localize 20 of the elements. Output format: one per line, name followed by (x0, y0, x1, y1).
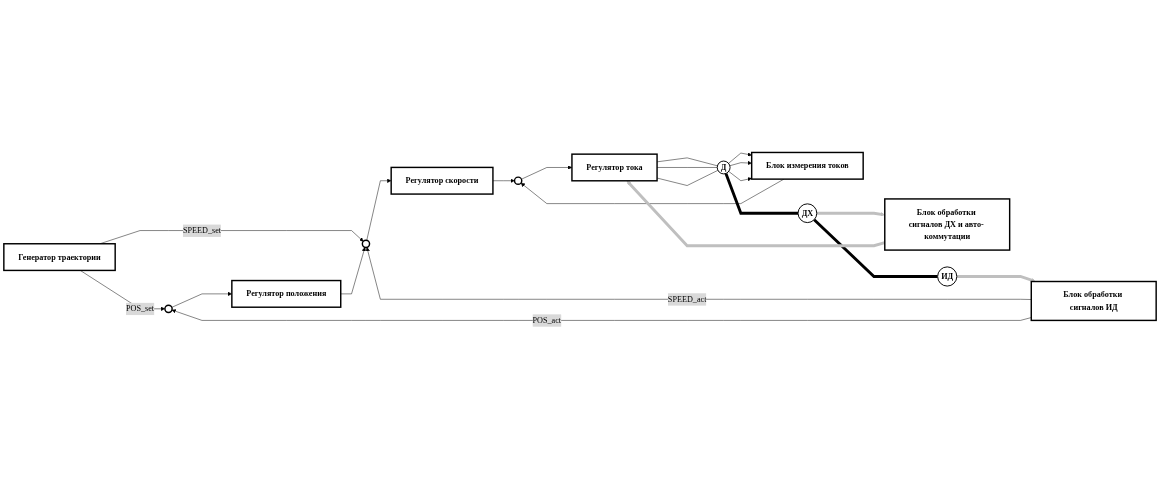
node-box: Регулятор положения (231, 279, 342, 308)
node-box: Генератор траектории (3, 243, 116, 272)
edge-label: POS_set (125, 304, 155, 314)
edge-label: SPEED_act (667, 294, 707, 304)
node-circle (361, 239, 371, 249)
arrow (816, 211, 885, 217)
node-circle: ДХ (797, 203, 818, 224)
node-box: Блок обработки сигналов ДХ и авто- коммутации (884, 198, 1011, 251)
node-circle: ИД (937, 266, 958, 287)
node-box: Блок измерения токов (750, 151, 864, 180)
edge-label: POS_act (532, 315, 562, 325)
node-circle: Д (716, 160, 731, 175)
node-circle (513, 176, 523, 186)
edge-label: SPEED_set (182, 225, 222, 235)
arrow (956, 275, 1036, 283)
node-circle (164, 304, 173, 314)
node-box: Регулятор скорости (390, 166, 494, 195)
node-box: Блок обработки сигналов ИД (1030, 280, 1157, 322)
node-box: Регулятор тока (571, 153, 658, 182)
connector (813, 218, 938, 278)
